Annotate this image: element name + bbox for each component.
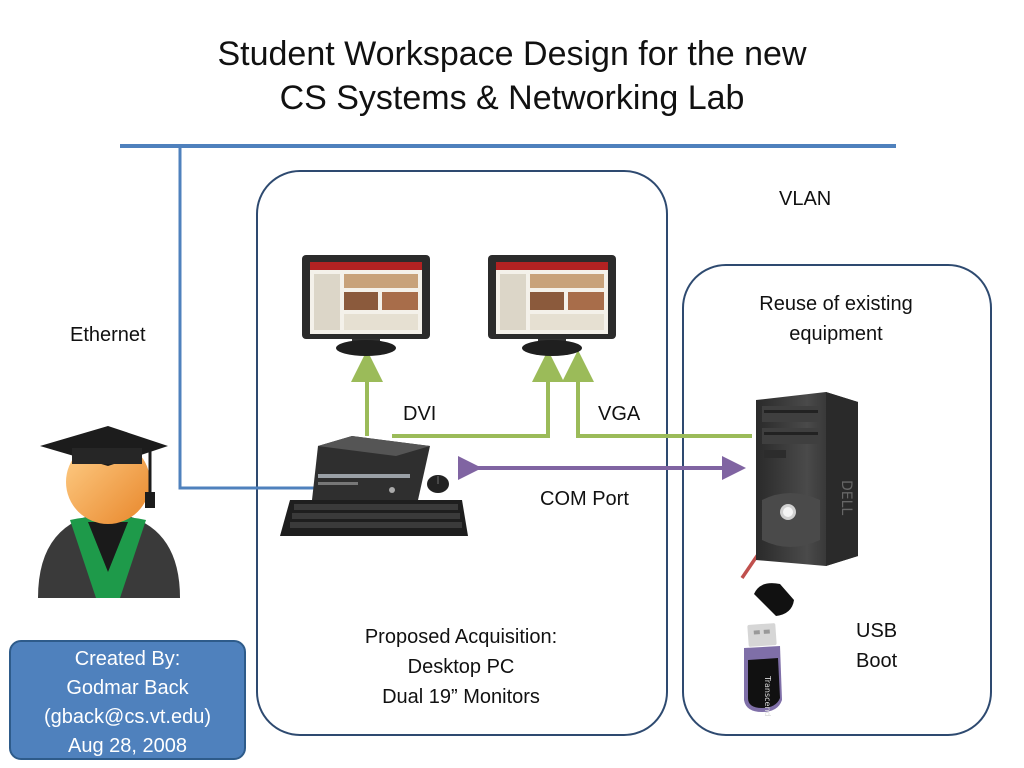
reuse-line-2: equipment xyxy=(789,323,883,345)
proposed-line-1: Proposed Acquisition: xyxy=(364,626,558,648)
reuse-line-1: Reuse of existing xyxy=(759,293,913,315)
existing-equipment-box xyxy=(682,264,992,736)
credit-line-3: (gback@cs.vt.edu) xyxy=(43,706,212,728)
ethernet-label: Ethernet xyxy=(70,324,146,346)
dvi-cable-to-right-monitor xyxy=(392,350,564,438)
credit-box: Created By: Godmar Back (gback@cs.vt.edu… xyxy=(9,640,246,760)
tower-pc-icon: DELL xyxy=(756,392,858,566)
title-line-1: Student Workspace Design for the new xyxy=(217,35,807,73)
reuse-equipment-label: Reuse of existing equipment xyxy=(730,289,942,349)
credit-line-4: Aug 28, 2008 xyxy=(68,735,187,757)
vga-label: VGA xyxy=(598,403,641,425)
credit-line-1: Created By: xyxy=(74,648,181,670)
credit-line-2: Godmar Back xyxy=(66,677,189,699)
com-port-label: COM Port xyxy=(540,488,629,510)
svg-text:DELL: DELL xyxy=(838,480,854,515)
proposed-acquisition-box xyxy=(256,170,668,736)
proposed-acquisition-label: Proposed Acquisition: Desktop PC Dual 19… xyxy=(320,622,602,712)
vga-cable xyxy=(562,350,752,438)
title-line-2: CS Systems & Networking Lab xyxy=(279,79,745,117)
proposed-line-2: Desktop PC xyxy=(407,656,515,678)
vlan-label: VLAN xyxy=(779,188,832,210)
usb-boot-label: USB Boot xyxy=(856,616,897,676)
slide-title: Student Workspace Design for the new CS … xyxy=(112,32,912,120)
mouse-icon xyxy=(427,475,449,493)
student-graduate-icon xyxy=(38,426,180,598)
usb-drive-icon: Transcend xyxy=(744,583,794,717)
usb-boot-line-1: USB xyxy=(856,620,898,642)
monitor-right-icon xyxy=(488,255,616,356)
dvi-label: DVI xyxy=(403,403,437,425)
keyboard-icon xyxy=(280,500,468,536)
desktop-pc-icon xyxy=(312,436,430,500)
monitor-left-icon xyxy=(302,255,430,356)
svg-text:Transcend: Transcend xyxy=(763,675,772,717)
usb-boot-line-2: Boot xyxy=(856,650,898,672)
proposed-line-3: Dual 19” Monitors xyxy=(382,686,540,708)
ethernet-line xyxy=(178,146,318,490)
